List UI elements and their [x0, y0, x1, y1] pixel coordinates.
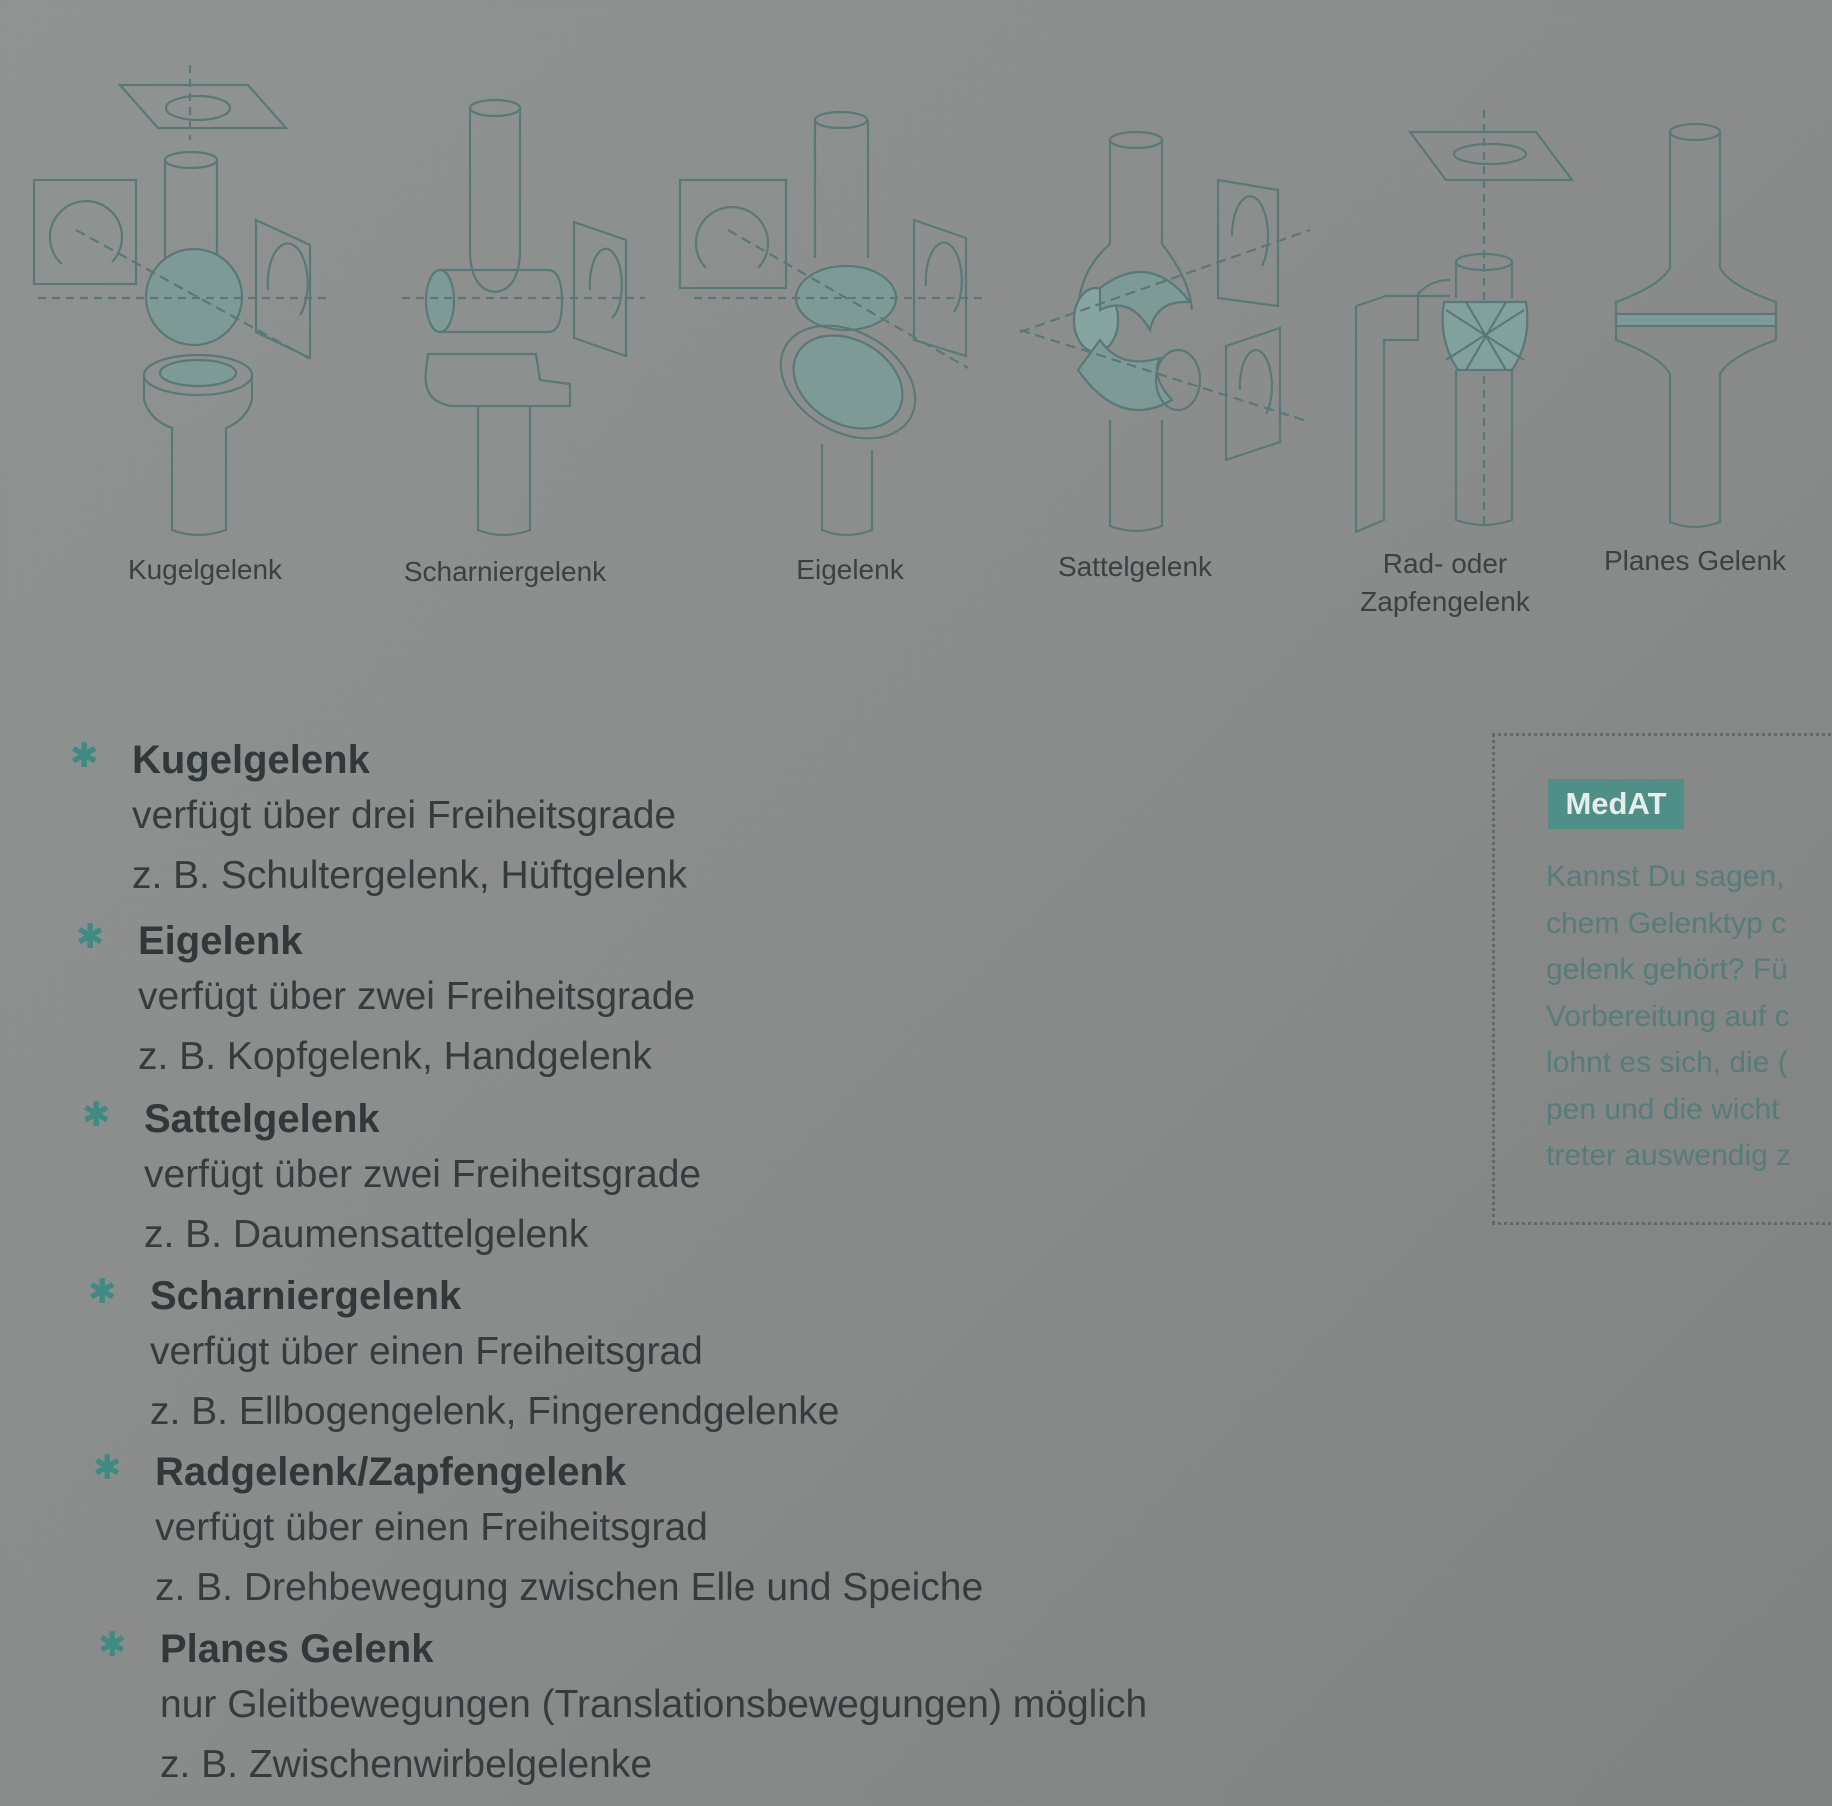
bullet-asterisk-icon: ✱: [98, 1625, 127, 1665]
medat-line: treter auswendig z: [1546, 1139, 1792, 1172]
entry-degrees: verfügt über zwei Freiheitsgrade: [138, 975, 696, 1018]
entry-title: Sattelgelenk: [144, 1097, 380, 1141]
plane-joint-drawing: [1614, 122, 1778, 529]
entry-degrees: verfügt über drei Freiheitsgrade: [132, 794, 677, 837]
entry-example: z. B. Schultergelenk, Hüftgelenk: [132, 854, 687, 897]
medat-line: chem Gelenktyp c: [1546, 906, 1787, 940]
medat-line: pen und die wicht: [1546, 1092, 1780, 1126]
medat-text: Kannst Du sagen, chem Gelenktyp c gelenk…: [1546, 854, 1832, 1180]
entry-degrees: verfügt über zwei Freiheitsgrade: [144, 1153, 702, 1196]
bullet-asterisk-icon: ✱: [93, 1448, 122, 1488]
medat-badge: MedAT: [1548, 779, 1684, 829]
entry-radgelenk-zapfengelenk: ✱ Radgelenk/Zapfengelenk verfügt über ei…: [93, 1446, 984, 1618]
medat-line: gelenk gehört? Fü: [1546, 953, 1788, 986]
entry-title: Kugelgelenk: [132, 738, 370, 782]
entry-kugelgelenk: ✱ Kugelgelenk verfügt über drei Freiheit…: [70, 734, 687, 906]
label-zapfengelenk: Zapfengelenk: [1360, 586, 1530, 617]
joint-types-figure: [32, 65, 1778, 537]
bullet-asterisk-icon: ✱: [88, 1272, 117, 1312]
pivot-joint-drawing: [1354, 110, 1575, 534]
entry-title: Planes Gelenk: [160, 1627, 434, 1671]
medat-line: lohnt es sich, die (: [1546, 1046, 1788, 1079]
bullet-asterisk-icon: ✱: [82, 1095, 111, 1135]
entry-example: z. B. Zwischenwirbelgelenke: [160, 1743, 653, 1786]
ellipsoid-joint-drawing: [678, 110, 982, 537]
label-planes-gelenk: Planes Gelenk: [1603, 545, 1787, 576]
medat-line: Kannst Du sagen,: [1546, 860, 1785, 893]
entry-example: z. B. Ellbogengelenk, Fingerendgelenke: [150, 1390, 840, 1433]
entry-degrees: verfügt über einen Freiheitsgrad: [150, 1330, 703, 1373]
label-eigelenk: Eigelenk: [796, 554, 904, 585]
hinge-joint-drawing: [402, 98, 645, 537]
entry-degrees: nur Gleitbewegungen (Translationsbewegun…: [160, 1683, 1148, 1726]
entry-planes-gelenk: ✱ Planes Gelenk nur Gleitbewegungen (Tra…: [98, 1623, 1148, 1795]
medat-info-box: [1492, 733, 1832, 1225]
ball-joint-drawing: [32, 65, 330, 537]
entry-title: Radgelenk/Zapfengelenk: [155, 1450, 627, 1494]
entry-example: z. B. Drehbewegung zwischen Elle und Spe…: [155, 1566, 984, 1609]
label-sattelgelenk: Sattelgelenk: [1057, 551, 1213, 582]
bullet-asterisk-icon: ✱: [70, 736, 99, 776]
label-scharniergelenk: Scharniergelenk: [403, 556, 607, 587]
entry-title: Eigelenk: [138, 919, 303, 963]
medat-line: Vorbereitung auf c: [1546, 999, 1790, 1033]
entry-degrees: verfügt über einen Freiheitsgrad: [155, 1506, 708, 1549]
entry-example: z. B. Daumensattelgelenk: [144, 1213, 589, 1256]
entry-sattelgelenk: ✱ Sattelgelenk verfügt über zwei Freihei…: [82, 1093, 702, 1265]
label-kugelgelenk: Kugelgelenk: [127, 554, 283, 585]
entry-eigelenk: ✱ Eigelenk verfügt über zwei Freiheitsgr…: [76, 915, 696, 1087]
saddle-joint-drawing: [1019, 130, 1311, 533]
bullet-asterisk-icon: ✱: [76, 917, 105, 957]
entry-title: Scharniergelenk: [150, 1274, 462, 1318]
entry-scharniergelenk: ✱ Scharniergelenk verfügt über einen Fre…: [88, 1270, 840, 1442]
entry-example: z. B. Kopfgelenk, Handgelenk: [138, 1035, 652, 1078]
label-rad-oder: Rad- oder: [1382, 548, 1508, 579]
